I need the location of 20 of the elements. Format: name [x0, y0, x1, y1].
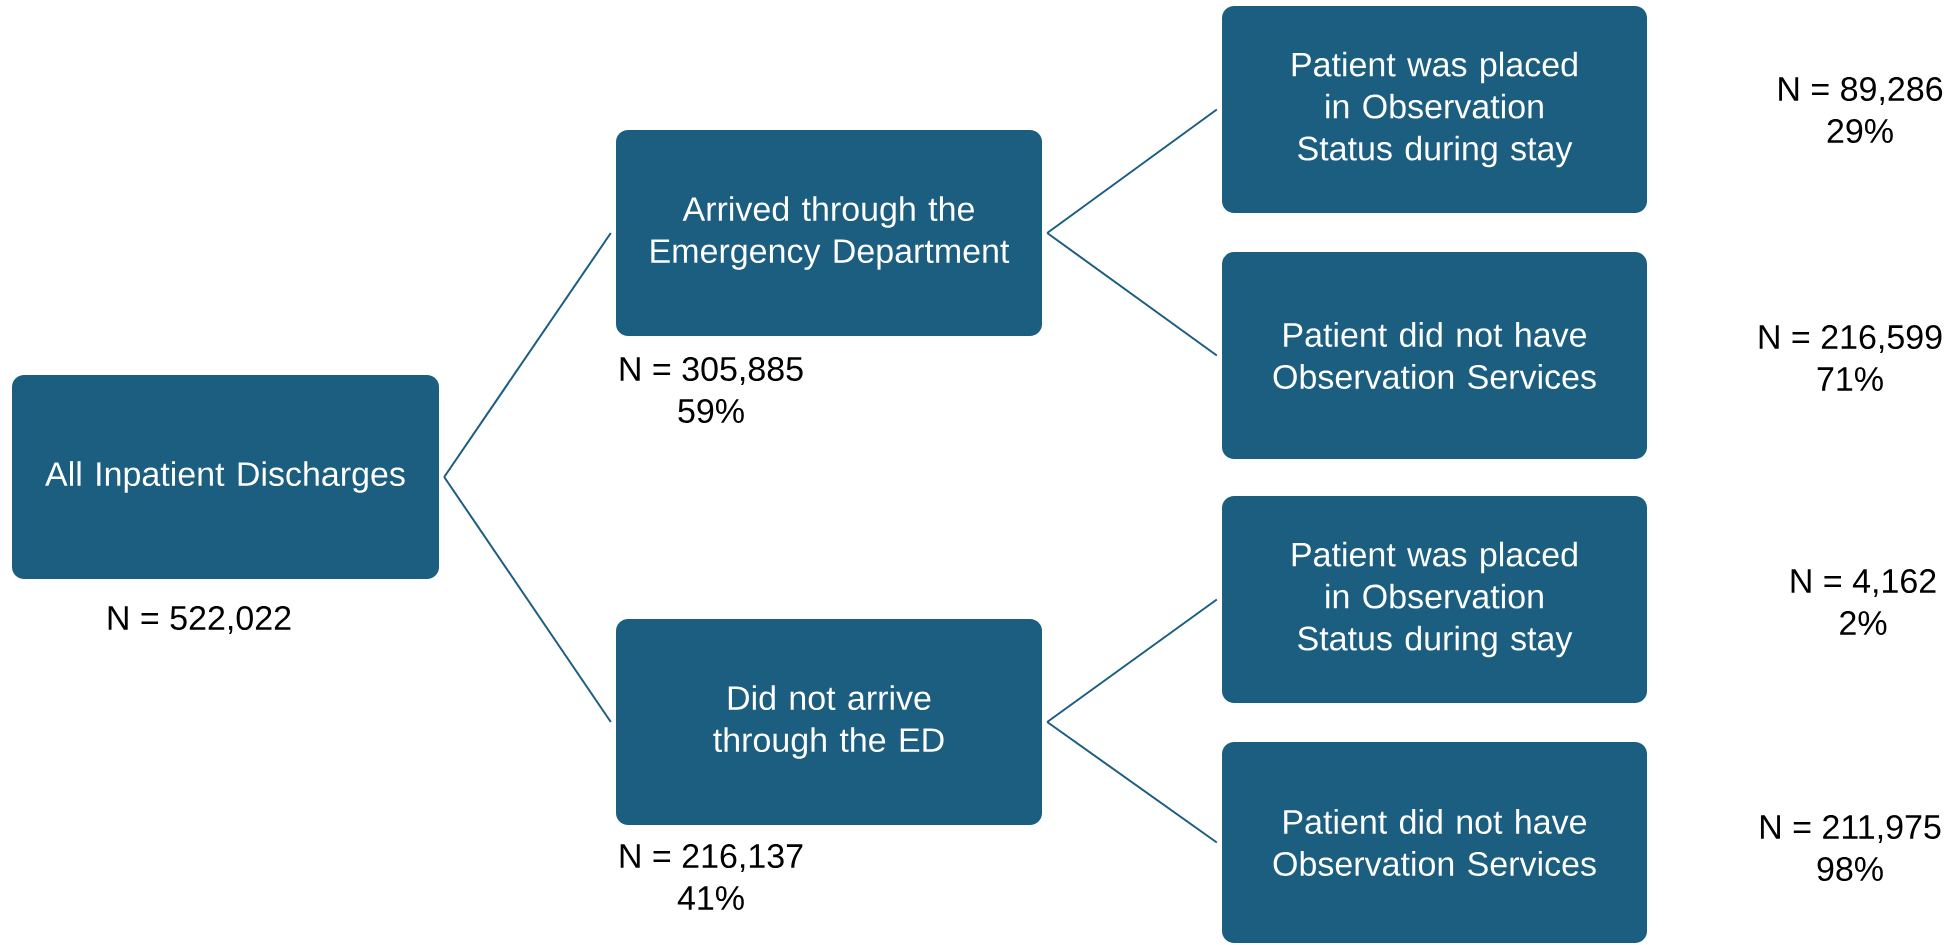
process-box: All Inpatient Discharges	[12, 375, 439, 579]
process-box: Patient did not have Observation Services	[1222, 742, 1647, 943]
connector-line	[1046, 721, 1218, 844]
connector-line	[443, 232, 612, 478]
process-box: Patient did not have Observation Services	[1222, 252, 1647, 459]
process-box: Arrived through the Emergency Department	[616, 130, 1042, 336]
connector-line	[1046, 232, 1218, 357]
count-label: N = 522,022	[108, 605, 291, 635]
count-label: N = 305,885 59%	[620, 356, 803, 424]
process-box: Patient was placed in Observation Status during stay	[1222, 6, 1647, 213]
connector-line	[1046, 108, 1218, 234]
connector-line	[1046, 598, 1218, 723]
count-label: N = 4,162 2%	[1791, 569, 1936, 635]
process-box: Patient was placed in Observation Status during stay	[1222, 496, 1647, 703]
count-label: N = 216,599 71%	[1759, 325, 1942, 391]
count-label: N = 216,137 41%	[620, 844, 803, 910]
process-box: Did not arrive through the ED	[616, 619, 1042, 825]
count-label: N = 211,975 98%	[1761, 814, 1941, 882]
connector-line	[443, 476, 612, 723]
count-label: N = 89,286 29%	[1779, 76, 1943, 143]
